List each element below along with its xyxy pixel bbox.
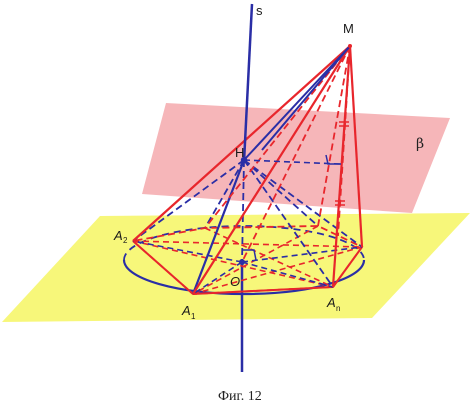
h-perpendicular bbox=[243, 159, 341, 165]
label-beta: β bbox=[416, 136, 424, 152]
base-plane bbox=[2, 213, 470, 322]
plane-beta bbox=[142, 103, 450, 213]
point-h bbox=[240, 156, 248, 164]
h-to-base-blue-dashed bbox=[132, 159, 363, 288]
right-angle-mark-o bbox=[242, 249, 257, 261]
label-a1-sub: 1 bbox=[191, 312, 196, 321]
label-an: A bbox=[326, 295, 336, 310]
label-m: M bbox=[343, 21, 354, 36]
right-angle-mark-h bbox=[325, 154, 341, 165]
m-to-base-red-solid bbox=[132, 45, 364, 295]
point-o bbox=[239, 259, 245, 265]
base-polygon-edge-a1-an bbox=[192, 286, 334, 295]
label-a2: A bbox=[113, 228, 123, 243]
label-an-sub: n bbox=[336, 304, 340, 313]
equal-tick-marks bbox=[335, 121, 349, 206]
base-circle-front bbox=[122, 259, 366, 296]
figure-caption: Фиг. 12 bbox=[218, 389, 262, 404]
label-a2-sub: 2 bbox=[123, 236, 128, 245]
label-a1: A bbox=[181, 303, 191, 318]
base-polygon-edge-an-right bbox=[332, 246, 363, 288]
point-m bbox=[348, 44, 352, 48]
base-radii-blue bbox=[132, 240, 363, 295]
m-to-h-blue bbox=[243, 45, 351, 161]
label-h: H bbox=[235, 145, 244, 160]
base-polygon-edge-a2-a1 bbox=[132, 240, 194, 295]
axis-s-upper bbox=[242, 3, 254, 163]
label-o: O bbox=[230, 274, 240, 289]
label-s: s bbox=[256, 3, 263, 18]
h-to-a1-blue bbox=[191, 159, 246, 295]
